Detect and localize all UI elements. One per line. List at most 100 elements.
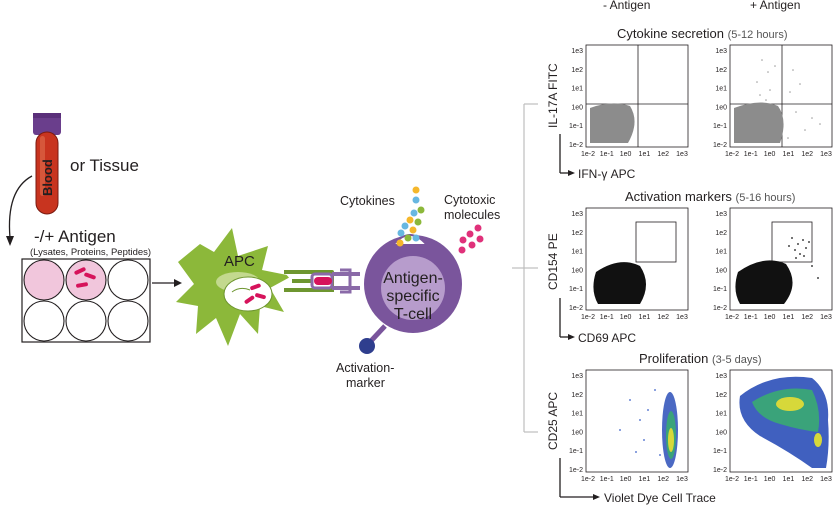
x-tick-label: 1e3	[676, 151, 688, 158]
x-tick-label: 1e-1	[744, 314, 758, 321]
svg-text:Cytokine secretion (5-1: Cytokine secretion (5-12 hours)	[617, 26, 788, 41]
y-tick-label: 1e0	[715, 429, 727, 436]
col-plus-antigen: + Antigen	[750, 0, 800, 12]
plot-minus-activation	[585, 207, 689, 311]
panel-duration: (5-16 hours)	[736, 192, 796, 204]
panel-title: Activation markers	[625, 189, 732, 204]
x-tick-label: 1e1	[783, 476, 795, 483]
x-tick-label: 1e0	[764, 314, 776, 321]
t-cell-icon: Antigen- specific T-cell	[359, 234, 462, 354]
y-tick-label: 1e2	[715, 392, 727, 399]
antigen-subtitle: (Lysates, Proteins, Peptides)	[30, 247, 151, 258]
y-tick-label: 1e1	[571, 249, 583, 256]
panel-xlabel: CD69 APC	[578, 331, 636, 345]
antigen-title: -/+ Antigen	[34, 227, 116, 246]
x-tick-label: 1e3	[820, 314, 832, 321]
panel-xlabel: IFN-γ APC	[578, 167, 636, 181]
x-tick-label: 1e2	[801, 314, 813, 321]
panel-ylabel: CD154 PE	[546, 233, 560, 290]
blood-tube-icon: Blood	[33, 113, 61, 215]
y-tick-label: 1e3	[571, 373, 583, 380]
axis-ticks: 1e-2 1e-2 1e-1 1e-1 1e0 1e0 1e1 1e1 1e2 1e2 1e3 1e3…	[569, 48, 832, 483]
y-tick-label: 1e3	[715, 211, 727, 218]
cytotoxic-dots	[458, 224, 484, 254]
y-tick-label: 1e-2	[713, 142, 727, 149]
x-tick-label: 1e0	[620, 476, 632, 483]
y-tick-label: 1e0	[715, 267, 727, 274]
x-tick-label: 1e0	[620, 151, 632, 158]
y-tick-label: 1e1	[715, 249, 727, 256]
x-tick-label: 1e2	[801, 151, 813, 158]
y-tick-label: 1e2	[715, 67, 727, 74]
plot-plus-cytokine	[729, 44, 833, 148]
x-tick-label: 1e-2	[581, 476, 595, 483]
tcell-label-line3: T-cell	[394, 306, 432, 323]
x-tick-label: 1e0	[764, 151, 776, 158]
apc-cell-icon: APC	[176, 228, 292, 346]
panel-cytokine: Cytokine secretion (5-12 hours) IL-17A F…	[546, 26, 833, 181]
tcell-label-line1: Antigen-	[383, 270, 443, 287]
activation-label-line1: Activation-	[336, 361, 394, 375]
plot-plus-activation	[729, 207, 833, 311]
svg-text:Proliferation (3-5 days: Proliferation (3-5 days)	[639, 351, 762, 366]
panel-duration: (3-5 days)	[712, 354, 762, 366]
y-tick-label: 1e2	[571, 67, 583, 74]
x-tick-label: 1e1	[783, 314, 795, 321]
x-tick-label: 1e1	[783, 151, 795, 158]
y-tick-label: 1e-1	[713, 286, 727, 293]
x-tick-label: 1e-1	[600, 151, 614, 158]
activation-marker-icon	[359, 338, 375, 354]
x-tick-label: 1e3	[676, 314, 688, 321]
y-tick-label: 1e-1	[713, 448, 727, 455]
y-tick-label: 1e2	[715, 230, 727, 237]
svg-text:Activation markers (5-1: Activation markers (5-16 hours)	[625, 189, 795, 204]
cytotoxic-label-line1: Cytotoxic	[444, 193, 495, 207]
y-tick-label: 1e1	[571, 86, 583, 93]
x-tick-label: 1e3	[820, 476, 832, 483]
panel-title: Cytokine secretion	[617, 26, 724, 41]
x-tick-label: 1e-1	[600, 314, 614, 321]
panel-xlabel: Violet Dye Cell Trace	[604, 491, 716, 505]
col-minus-antigen: - Antigen	[603, 0, 650, 12]
x-tick-label: 1e-1	[600, 476, 614, 483]
y-tick-label: 1e-2	[569, 305, 583, 312]
x-tick-label: 1e-2	[581, 314, 595, 321]
y-tick-label: 1e0	[571, 104, 583, 111]
panel-proliferation: Proliferation (3-5 days) CD25 APC Violet…	[546, 351, 833, 505]
cytokines-label: Cytokines	[340, 194, 395, 208]
y-tick-label: 1e3	[571, 211, 583, 218]
y-tick-label: 1e1	[715, 411, 727, 418]
x-tick-label: 1e2	[657, 314, 669, 321]
x-tick-label: 1e1	[639, 314, 651, 321]
x-tick-label: 1e-2	[725, 314, 739, 321]
y-tick-label: 1e1	[715, 86, 727, 93]
x-tick-label: 1e1	[639, 151, 651, 158]
tcell-label-line2: specific	[386, 288, 439, 305]
panel-title: Proliferation	[639, 351, 708, 366]
x-tick-label: 1e1	[639, 476, 651, 483]
sample-arrow	[8, 175, 33, 239]
y-tick-label: 1e-1	[569, 123, 583, 130]
well-plate-icon	[21, 258, 151, 343]
y-tick-label: 1e3	[571, 48, 583, 55]
x-tick-label: 1e-2	[581, 151, 595, 158]
tcr-receptor-icon	[284, 268, 360, 294]
x-tick-label: 1e-2	[725, 476, 739, 483]
y-tick-label: 1e-2	[713, 467, 727, 474]
cytokine-dots	[396, 186, 425, 247]
x-tick-label: 1e2	[801, 476, 813, 483]
y-tick-label: 1e0	[571, 267, 583, 274]
y-tick-label: 1e0	[715, 104, 727, 111]
x-tick-label: 1e3	[820, 151, 832, 158]
bracket-connector	[512, 103, 538, 433]
panel-ylabel: CD25 APC	[546, 392, 560, 450]
y-tick-label: 1e3	[715, 373, 727, 380]
apc-label: APC	[224, 253, 255, 270]
or-tissue-text: or Tissue	[70, 156, 139, 175]
y-tick-label: 1e-2	[713, 305, 727, 312]
panel-ylabel: IL-17A FITC	[546, 63, 560, 128]
plot-plus-proliferation	[729, 369, 833, 473]
tube-cap	[33, 113, 61, 135]
x-tick-label: 1e2	[657, 476, 669, 483]
